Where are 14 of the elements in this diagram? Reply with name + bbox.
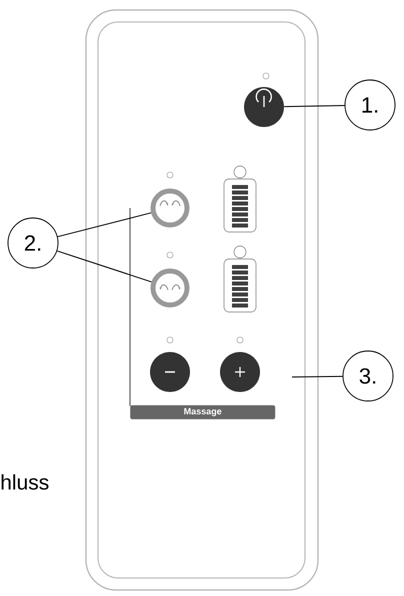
- callout-number: 1.: [344, 80, 396, 130]
- leader-line: [56, 250, 152, 282]
- leader-line: [292, 376, 344, 378]
- massage-mode-button: [150, 188, 190, 228]
- massage-mode-button: [150, 268, 190, 308]
- minus-button: [150, 352, 190, 392]
- plus-button: [220, 352, 260, 392]
- leader-line: [284, 104, 346, 108]
- power-button: [244, 87, 284, 127]
- callout-number: 3.: [342, 350, 394, 402]
- cut-off-text: hluss: [2, 474, 48, 490]
- leader-line: [57, 212, 152, 238]
- panel-label: Massage: [130, 405, 276, 420]
- callout-number: 2.: [8, 218, 58, 268]
